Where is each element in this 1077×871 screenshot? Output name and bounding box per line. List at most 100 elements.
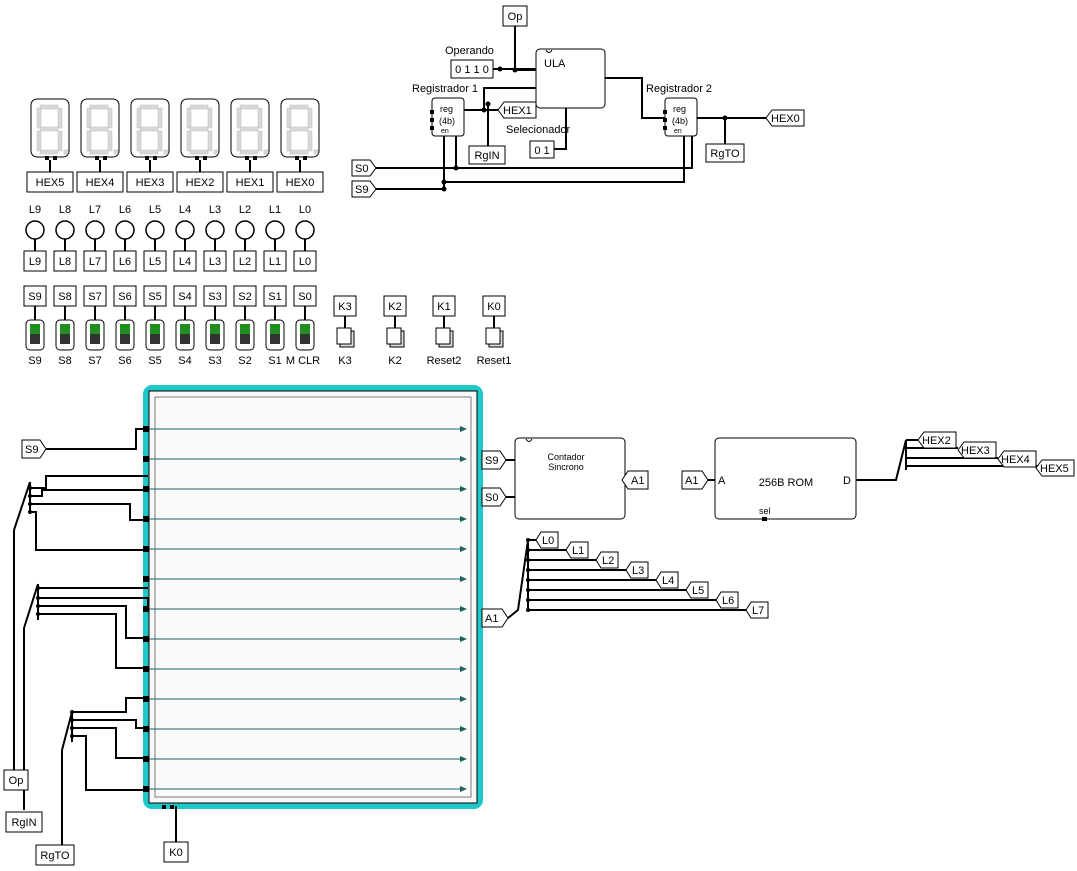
op-tag[interactable]: Op bbox=[502, 5, 528, 27]
hex0-tag-text: HEX0 bbox=[771, 113, 800, 125]
led-tag-l3[interactable]: L3 bbox=[203, 250, 227, 272]
switch-s9[interactable] bbox=[25, 319, 45, 351]
ula-block[interactable]: ULA bbox=[535, 48, 606, 109]
switch-s5[interactable] bbox=[145, 319, 165, 351]
pushbutton-k2[interactable] bbox=[386, 327, 405, 348]
switch-tag-s7[interactable]: S7 bbox=[83, 285, 107, 307]
hex-tag-hex2[interactable]: HEX2 bbox=[176, 171, 224, 193]
fsm-op-tag[interactable]: Op bbox=[3, 769, 29, 791]
alu-s9-tag[interactable]: S9 bbox=[351, 180, 377, 198]
alu-s0-tag[interactable]: S0 bbox=[351, 159, 377, 177]
reg1-en: en bbox=[441, 128, 449, 135]
switch-label: S4 bbox=[178, 355, 191, 367]
splitter-out-l4[interactable]: L4 bbox=[655, 571, 679, 589]
button-tag-k1[interactable]: K1 bbox=[432, 295, 456, 317]
switch-tag-s8[interactable]: S8 bbox=[53, 285, 77, 307]
hex-tag-hex4[interactable]: HEX4 bbox=[76, 171, 124, 193]
operando-input[interactable]: 0 1 1 0 bbox=[450, 59, 494, 79]
rom-out-hex2[interactable]: HEX2 bbox=[917, 431, 957, 449]
led-label-l0: L0 bbox=[299, 204, 311, 216]
switch-s3[interactable] bbox=[205, 319, 225, 351]
op-tag-text: Op bbox=[508, 11, 523, 23]
splitter-out-l3[interactable]: L3 bbox=[625, 561, 649, 579]
counter-s0-tag[interactable]: S0 bbox=[481, 487, 507, 507]
switch-s0[interactable] bbox=[295, 319, 315, 351]
fsm-op-text: Op bbox=[9, 775, 24, 787]
reg1-label: Registrador 1 bbox=[412, 83, 478, 95]
pushbutton-k1[interactable] bbox=[435, 327, 454, 348]
hex-tag-text: HEX0 bbox=[286, 177, 315, 189]
switch-s2[interactable] bbox=[235, 319, 255, 351]
button-tag-k0[interactable]: K0 bbox=[482, 295, 506, 317]
splitter-a1-tag[interactable]: A1 bbox=[481, 608, 509, 628]
hex1-tag[interactable]: HEX1 bbox=[497, 101, 537, 119]
switch-tag-s0[interactable]: S0 bbox=[293, 285, 317, 307]
switch-s4[interactable] bbox=[175, 319, 195, 351]
splitter-out-l1[interactable]: L1 bbox=[565, 541, 589, 559]
button-tag-text: K1 bbox=[437, 301, 450, 313]
switch-s8[interactable] bbox=[55, 319, 75, 351]
fsm-rgto-tag[interactable]: RgTO bbox=[35, 844, 75, 866]
registrador-1[interactable]: reg (4b) en bbox=[430, 97, 465, 137]
counter-s0-text: S0 bbox=[485, 492, 498, 504]
led-tag-l9[interactable]: L9 bbox=[23, 250, 47, 272]
led-tag-l8[interactable]: L8 bbox=[53, 250, 77, 272]
splitter-out-l5[interactable]: L5 bbox=[685, 581, 709, 599]
rgto-tag[interactable]: RgTO bbox=[705, 143, 745, 163]
hex-tag-hex1[interactable]: HEX1 bbox=[226, 171, 274, 193]
switch-tag-s6[interactable]: S6 bbox=[113, 285, 137, 307]
led-tag-l0[interactable]: L0 bbox=[293, 250, 317, 272]
counter-title-2: Sincrono bbox=[548, 462, 584, 472]
counter-block[interactable]: Contador Sincrono bbox=[514, 437, 626, 520]
hex-display-hex1 bbox=[230, 98, 270, 172]
rom-out-hex4[interactable]: HEX4 bbox=[997, 450, 1037, 468]
splitter-out-l2[interactable]: L2 bbox=[595, 551, 619, 569]
led-tag-text: L3 bbox=[209, 256, 221, 268]
led-tag-l6[interactable]: L6 bbox=[113, 250, 137, 272]
fsm-s9-tag[interactable]: S9 bbox=[21, 439, 47, 459]
rom-block[interactable]: A D 256B ROM sel bbox=[714, 437, 857, 521]
hex-tag-hex3[interactable]: HEX3 bbox=[126, 171, 174, 193]
led-tag-l1[interactable]: L1 bbox=[263, 250, 287, 272]
button-tag-k3[interactable]: K3 bbox=[333, 295, 357, 317]
switch-tag-s1[interactable]: S1 bbox=[263, 285, 287, 307]
fsm-block[interactable] bbox=[143, 385, 483, 809]
fsm-k0-tag[interactable]: K0 bbox=[163, 841, 189, 863]
rom-out-hex5[interactable]: HEX5 bbox=[1035, 459, 1075, 477]
switch-tag-s2[interactable]: S2 bbox=[233, 285, 257, 307]
rgin-tag[interactable]: RgIN bbox=[468, 145, 506, 165]
button-tag-k2[interactable]: K2 bbox=[383, 295, 407, 317]
registrador-2[interactable]: reg (4b) en bbox=[663, 97, 698, 137]
led-tag-l7[interactable]: L7 bbox=[83, 250, 107, 272]
counter-s9-tag[interactable]: S9 bbox=[481, 450, 507, 470]
rom-a1-tag[interactable]: A1 bbox=[681, 470, 709, 490]
pushbutton-k0[interactable] bbox=[485, 327, 504, 348]
selecionador-input[interactable]: 0 1 bbox=[529, 140, 555, 159]
pushbutton-k3[interactable] bbox=[336, 327, 355, 348]
switch-s7[interactable] bbox=[85, 319, 105, 351]
switch-tag-s5[interactable]: S5 bbox=[143, 285, 167, 307]
switch-tag-s3[interactable]: S3 bbox=[203, 285, 227, 307]
hex-tag-hex0[interactable]: HEX0 bbox=[276, 171, 324, 193]
led-tag-l4[interactable]: L4 bbox=[173, 250, 197, 272]
splitter-out-l7[interactable]: L7 bbox=[745, 601, 769, 619]
hex-tag-hex5[interactable]: HEX5 bbox=[26, 171, 74, 193]
counter-a1-tag[interactable]: A1 bbox=[621, 470, 649, 490]
switch-s6[interactable] bbox=[115, 319, 135, 351]
led-tag-l5[interactable]: L5 bbox=[143, 250, 167, 272]
splitter-out-l6[interactable]: L6 bbox=[715, 591, 739, 609]
switch-tag-s9[interactable]: S9 bbox=[23, 285, 47, 307]
switch-s1[interactable] bbox=[265, 319, 285, 351]
switch-tag-s4[interactable]: S4 bbox=[173, 285, 197, 307]
splitter-out-text: L2 bbox=[602, 555, 614, 567]
fsm-rgin-text: RgIN bbox=[11, 817, 36, 829]
splitter-out-l0[interactable]: L0 bbox=[535, 531, 559, 549]
hex0-tag[interactable]: HEX0 bbox=[765, 109, 805, 127]
hex-display-hex3 bbox=[130, 98, 170, 172]
rom-out-hex3[interactable]: HEX3 bbox=[957, 441, 997, 459]
led-tag-l2[interactable]: L2 bbox=[233, 250, 257, 272]
fsm-rgin-tag[interactable]: RgIN bbox=[5, 811, 43, 833]
